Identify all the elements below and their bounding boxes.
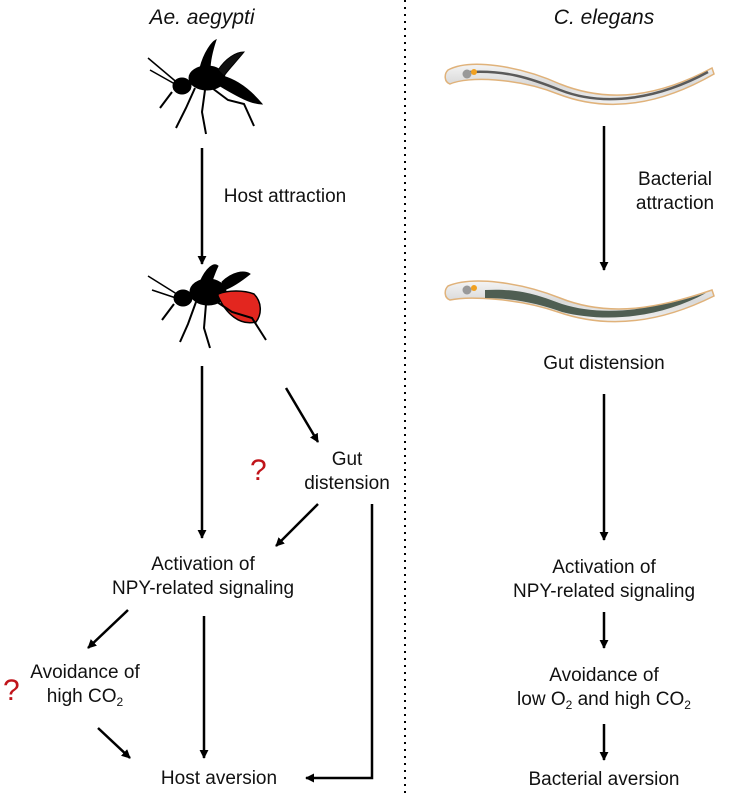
label-activation-right: Activation of NPY-related signaling xyxy=(512,557,696,602)
label-avoidance-right: Avoidance of low O2 and high CO2 xyxy=(517,665,691,712)
title-c-elegans: C. elegans xyxy=(553,6,655,29)
label-gut-distension-left: Gut distension xyxy=(304,449,390,494)
mosquito-blood-fed-icon xyxy=(147,264,267,349)
label-activation-left: Activation of NPY-related signaling xyxy=(111,554,295,599)
question-mark-avoidance: ? xyxy=(3,674,20,707)
arrow-fed-to-gut xyxy=(284,387,320,443)
label-host-aversion: Host aversion xyxy=(160,768,278,789)
title-ae-aegypti: Ae. aegypti xyxy=(149,6,255,29)
arrow-gut-to-activation xyxy=(275,503,319,547)
worm-fed-icon xyxy=(444,280,715,323)
arrow-avoidance-to-aversion xyxy=(97,727,131,759)
label-host-attraction: Host attraction xyxy=(223,186,347,207)
question-mark-gut: ? xyxy=(250,454,267,487)
label-bacterial-aversion: Bacterial aversion xyxy=(528,769,680,790)
label-avoidance-left: Avoidance of high CO2 xyxy=(30,662,140,709)
arrow-activation-to-avoidance xyxy=(87,609,129,649)
label-bacterial-attraction: Bacterial attraction xyxy=(635,169,715,214)
arrow-gut-to-aversion xyxy=(305,504,374,783)
label-gut-distension-right: Gut distension xyxy=(543,353,665,374)
worm-icon xyxy=(444,63,715,106)
mosquito-icon xyxy=(147,39,264,135)
